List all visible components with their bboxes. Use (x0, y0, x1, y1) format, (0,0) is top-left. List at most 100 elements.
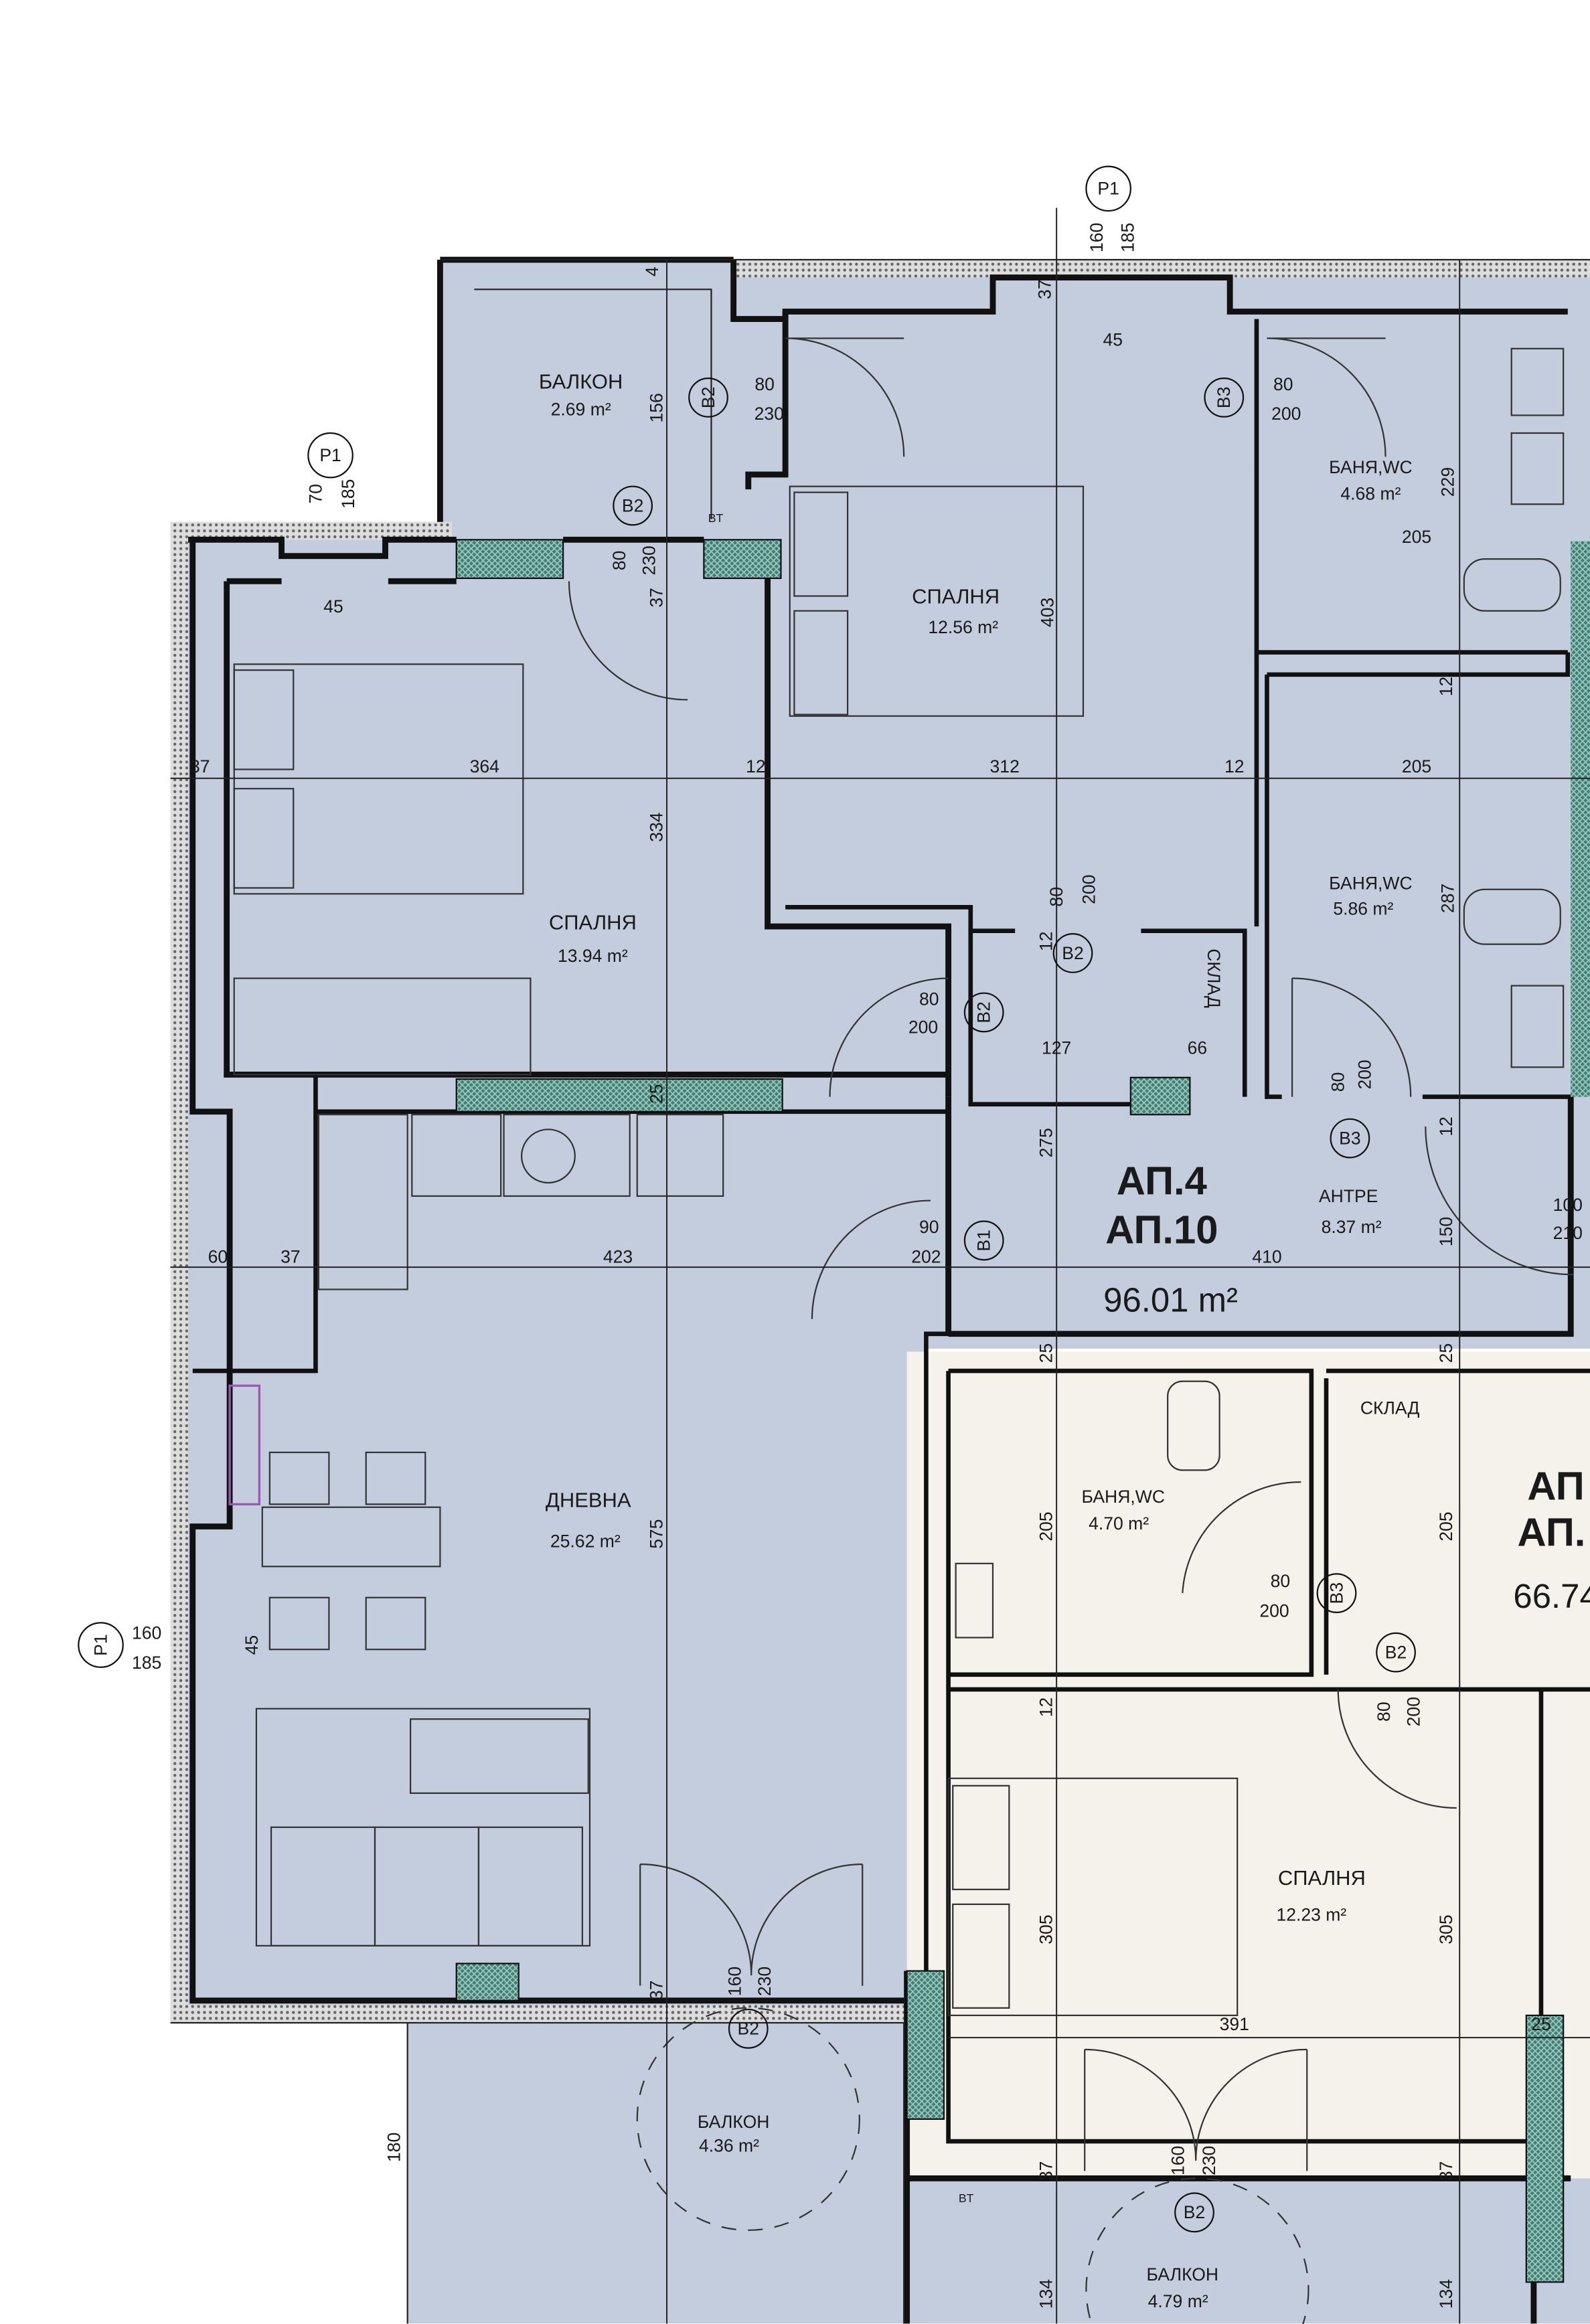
svg-text:АНТРЕ: АНТРЕ (1319, 1186, 1378, 1206)
svg-text:205: 205 (1436, 1511, 1456, 1541)
svg-text:60: 60 (208, 1247, 228, 1267)
svg-text:12.23 m²: 12.23 m² (1276, 1904, 1346, 1924)
next-balcony-floor (906, 2178, 1590, 2324)
svg-text:230: 230 (754, 1967, 775, 1996)
svg-text:205: 205 (1402, 756, 1431, 776)
toilet (1463, 558, 1561, 612)
svg-text:СПАЛНЯ: СПАЛНЯ (912, 585, 1000, 608)
apartment-title: АП.4 (1117, 1159, 1207, 1204)
dimension-labels: 4 160 185 37 45 80 230 156 80 200 229 20… (132, 223, 1583, 2309)
door-swings (568, 337, 1574, 2324)
svg-text:СПАЛНЯ: СПАЛНЯ (549, 910, 637, 934)
svg-text:202: 202 (911, 1247, 941, 1267)
svg-text:25: 25 (646, 1084, 666, 1104)
svg-text:12.56 m²: 12.56 m² (928, 617, 998, 637)
svg-text:230: 230 (639, 546, 659, 575)
structural-columns (455, 539, 1590, 2283)
svg-text:205: 205 (1402, 527, 1431, 547)
svg-text:80: 80 (1046, 887, 1066, 907)
svg-text:4.68 m²: 4.68 m² (1340, 484, 1401, 504)
wardrobe (233, 977, 532, 1076)
room-bathroom: БАНЯ,WC5.86 m² (1329, 874, 1413, 919)
svg-text:185: 185 (338, 479, 358, 509)
room-bedroom: СПАЛНЯ 12.56 m² (912, 585, 1000, 637)
svg-text:БАНЯ,WC: БАНЯ,WC (1329, 457, 1413, 477)
door-tag: B2 (1062, 943, 1083, 963)
door-tag: B2 (1385, 1642, 1407, 1662)
svg-text:334: 334 (646, 813, 666, 842)
svg-text:160: 160 (1168, 2146, 1188, 2175)
storage-label: СКЛАД (1360, 1398, 1420, 1418)
door-tag: B2 (1184, 2202, 1205, 2222)
svg-text:205: 205 (1036, 1511, 1056, 1541)
sink (955, 1562, 994, 1639)
stove (636, 1114, 724, 1197)
svg-text:210: 210 (1553, 1223, 1583, 1243)
next-apartment-title: АП (1527, 1464, 1584, 1509)
svg-text:364: 364 (470, 756, 499, 776)
next-apartment-area: 66.74 (1513, 1577, 1590, 1615)
svg-text:134: 134 (1436, 2279, 1456, 2309)
svg-text:80: 80 (1328, 1072, 1348, 1092)
svg-text:403: 403 (1038, 598, 1058, 627)
svg-text:410: 410 (1252, 1247, 1281, 1267)
svg-text:200: 200 (1403, 1697, 1423, 1726)
svg-text:312: 312 (990, 756, 1020, 776)
svg-text:305: 305 (1436, 1914, 1456, 1944)
svg-text:150: 150 (1436, 1217, 1456, 1246)
svg-text:185: 185 (132, 1653, 161, 1673)
bed (789, 485, 1085, 717)
svg-text:230: 230 (754, 404, 784, 424)
svg-text:12: 12 (1036, 1697, 1056, 1718)
svg-text:BT: BT (959, 2191, 974, 2205)
svg-text:2.69 m²: 2.69 m² (551, 399, 611, 419)
svg-text:25: 25 (1436, 1343, 1456, 1363)
svg-text:25.62 m²: 25.62 m² (550, 1531, 621, 1551)
svg-text:200: 200 (1259, 1601, 1289, 1621)
svg-text:134: 134 (1036, 2279, 1056, 2309)
svg-text:4.79 m²: 4.79 m² (1148, 2291, 1208, 2311)
apartment-4-floor (170, 260, 1590, 2324)
room-entrance-hall: АНТРЕ 8.37 m² (1319, 1186, 1382, 1237)
svg-text:70: 70 (305, 484, 325, 504)
room-bathroom: БАНЯ,WC 4.70 m² (1082, 1487, 1166, 1533)
toilet (1463, 888, 1561, 945)
svg-text:37: 37 (646, 1981, 666, 2001)
room-bathroom: БАНЯ,WC 4.68 m² (1329, 457, 1413, 504)
svg-text:P1: P1 (319, 445, 341, 465)
door-tag: B2 (698, 387, 718, 408)
svg-text:200: 200 (1079, 875, 1099, 904)
svg-text:575: 575 (646, 1519, 666, 1548)
svg-text:185: 185 (1117, 223, 1137, 252)
bed (947, 1777, 1239, 2017)
svg-text:37: 37 (190, 756, 210, 776)
svg-text:423: 423 (603, 1247, 633, 1267)
section-marker-p1: P1 (78, 1622, 124, 1668)
svg-text:ДНЕВНА: ДНЕВНА (546, 1489, 631, 1512)
apartment-area: 96.01 m² (1103, 1281, 1238, 1319)
svg-text:БАЛКОН: БАЛКОН (698, 2112, 770, 2132)
svg-text:12: 12 (1436, 677, 1456, 697)
svg-text:P1: P1 (1097, 179, 1119, 199)
svg-text:37: 37 (1036, 2161, 1056, 2181)
svg-text:12: 12 (1224, 756, 1245, 776)
insulation (170, 521, 189, 2023)
svg-text:4.70 m²: 4.70 m² (1089, 1513, 1149, 1533)
svg-text:BT: BT (708, 511, 724, 525)
coffee-table (410, 1718, 589, 1795)
svg-text:12: 12 (746, 756, 766, 776)
svg-text:8.37 m²: 8.37 m² (1322, 1217, 1382, 1237)
svg-text:5.86 m²: 5.86 m² (1333, 898, 1393, 918)
svg-text:80: 80 (754, 374, 775, 394)
insulation (170, 2005, 912, 2023)
svg-text:12: 12 (1436, 1116, 1456, 1137)
furniture (228, 347, 1565, 2017)
svg-text:200: 200 (908, 1017, 938, 1037)
section-marker-p1: P1 (307, 432, 353, 479)
dimension-lines (170, 208, 1590, 2324)
svg-text:25: 25 (1531, 2014, 1551, 2034)
svg-text:БАНЯ,WC: БАНЯ,WC (1082, 1487, 1166, 1507)
svg-text:45: 45 (323, 596, 343, 616)
